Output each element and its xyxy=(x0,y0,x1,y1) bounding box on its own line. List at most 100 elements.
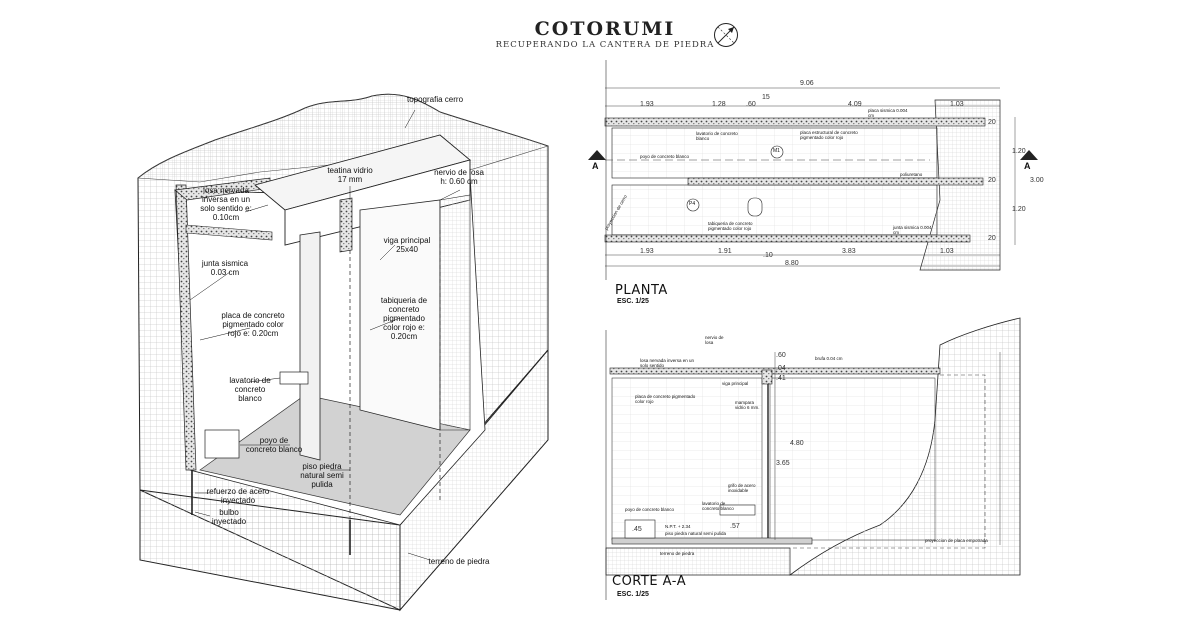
section-ground xyxy=(605,547,791,576)
terrain-side-face xyxy=(399,348,549,612)
drawing-title: COTORUMI xyxy=(534,18,676,40)
section-view-name: CORTE A-A xyxy=(612,574,687,589)
plan-dim-total-bottom: 8.80 xyxy=(785,260,799,267)
plan-section-label-right: A xyxy=(1024,161,1031,171)
label-tabiqueria: tabiqueria de concreto pigmentado color … xyxy=(380,296,428,341)
label-lavatorio: lavatorio de concreto blanco xyxy=(229,376,271,403)
label-placa: placa de concreto pigmentado color rojo … xyxy=(221,311,285,338)
plan-dim-bot-1: 1.93 xyxy=(640,248,654,255)
label-piso: piso piedra natural semi pulida xyxy=(300,462,344,489)
plan-view-scale: ESC. 1/25 xyxy=(617,298,649,305)
plan-tag-m1: M1 xyxy=(773,148,780,154)
section-wall-tiles-2 xyxy=(769,377,936,541)
label-bulbo: bulbo inyectado xyxy=(211,508,247,526)
label-junta: junta sismica 0.03 cm xyxy=(201,259,249,277)
washbasin xyxy=(279,371,309,385)
partition-side xyxy=(439,194,471,431)
section-view-scale: ESC. 1/25 xyxy=(617,591,649,598)
section-note-proyeccion: proyeccion de placa empotrada xyxy=(925,538,988,543)
section-note-piso: piso piedra natural semi pulida xyxy=(665,531,727,536)
plan-dim-top-4: 4.09 xyxy=(848,101,862,108)
plan-dim-right-total: 3.00 xyxy=(1030,177,1044,184)
tag-m1-circle xyxy=(770,145,784,159)
label-losa: losa nervada inversa en un solo sentido … xyxy=(200,186,252,222)
plan-dim-right-1: 20 xyxy=(988,119,996,126)
section-note-npt: N.P.T. + 2.34 xyxy=(665,524,691,529)
plan-wall-bottom xyxy=(604,234,971,243)
plan-dim-right-5: 20 xyxy=(988,235,996,242)
partition-left xyxy=(299,231,321,461)
section-dim-total: 4.80 xyxy=(790,440,804,447)
section-note-losa: losa nervada inversa en un solo sentido xyxy=(640,358,695,368)
section-note-terreno: terreno de piedra xyxy=(660,551,695,556)
section-note-mampara: mampara vidrio 6 mm. xyxy=(735,400,760,410)
section-note-brufa: brufa 0.04 cm xyxy=(815,356,843,361)
plan-dim-top-3: .60 xyxy=(746,101,756,108)
section-main-beam xyxy=(761,369,773,385)
plan-dim-right-2: 1.20 xyxy=(1012,148,1026,155)
section-dim-top: .60 xyxy=(776,352,786,359)
section-dim-a: .04 xyxy=(776,365,786,372)
title-block: COTORUMI RECUPERANDO LA CANTERA DE PIEDR… xyxy=(440,18,770,50)
section-dim-b: .41 xyxy=(776,375,786,382)
plan-dim-total-top: 9.06 xyxy=(800,80,814,87)
plan-section-label-left: A xyxy=(592,161,599,171)
label-teatina: teatina vidrio 17 mm xyxy=(327,166,373,184)
plan-view-name: PLANTA xyxy=(615,283,668,298)
section-note-viga: viga principal xyxy=(722,381,749,386)
plan-dim-bot-3: .10 xyxy=(763,252,773,259)
beam-section xyxy=(339,197,353,253)
plan-dim-mid: 15 xyxy=(762,94,770,101)
section-note-poyo: poyo de concreto blanco xyxy=(625,507,675,512)
plan-wall-top xyxy=(604,117,986,127)
plan-note-placa-sup: placa sismica 0.004 cm xyxy=(868,108,908,118)
north-arrow-icon xyxy=(714,23,738,47)
label-topografia: topografia cerro xyxy=(406,95,464,104)
section-note-nervio: nervio de losa xyxy=(705,335,724,345)
section-bench xyxy=(624,519,656,539)
label-poyo: poyo de concreto blanco xyxy=(245,436,303,454)
plan-dim-top-1: 1.93 xyxy=(640,101,654,108)
plan-dim-bot-5: 1.03 xyxy=(940,248,954,255)
section-projection xyxy=(790,374,986,549)
plan-note-junta: junta sismica 0.004 cm xyxy=(893,225,932,235)
leader-lines xyxy=(189,109,461,561)
plan-toilet xyxy=(747,197,763,217)
section-dim-poyo: .45 xyxy=(632,526,642,533)
label-nervio: nervio de losa h: 0.60 cm xyxy=(434,168,484,186)
left-concrete-wall xyxy=(175,184,197,471)
section-note-grifo: grifo de acero inoxidable xyxy=(728,483,756,493)
plan-dim-right-4: 1.20 xyxy=(1012,206,1026,213)
section-floor xyxy=(611,537,813,545)
section-marker-left xyxy=(588,150,606,160)
white-bench xyxy=(204,429,240,459)
plan-note-poliuretano: poliuretano xyxy=(900,172,923,177)
section-washbasin xyxy=(719,504,756,516)
plan-drawing xyxy=(588,60,1038,280)
plan-dim-top-2: 1.28 xyxy=(712,101,726,108)
plan-wall-mid xyxy=(687,177,984,186)
label-viga: viga principal 25x40 xyxy=(383,236,431,254)
plan-dim-top-5: 1.03 xyxy=(950,101,964,108)
section-drawing xyxy=(605,317,1021,600)
label-refuerzo: refuerzo de acero inyectado xyxy=(206,487,270,505)
plan-dim-bot-2: 1.91 xyxy=(718,248,732,255)
plan-note-lavatorio: lavatorio de concreto blanco xyxy=(696,131,738,141)
section-marker-right xyxy=(1020,150,1038,160)
section-note-lavatorio: lavatorio de concreto blanco xyxy=(702,501,734,511)
plan-note-placa-estructural: placa estructural de concreto pigmentado… xyxy=(800,130,858,140)
section-note-placa: placa de concreto pigmentado color rojo xyxy=(635,394,696,404)
plan-note-tabiqueria: tabiqueria de concreto pigmentado color … xyxy=(708,221,753,231)
plan-note-poyo: poyo de concreto blanco xyxy=(640,154,690,159)
plan-tag-p4: P4 xyxy=(689,201,696,207)
plan-room-lower xyxy=(611,184,938,236)
tag-p4-circle xyxy=(686,198,700,212)
axonometric-drawing xyxy=(137,93,549,612)
plan-dim-bot-4: 3.83 xyxy=(842,248,856,255)
plan-dim-right-3: 20 xyxy=(988,177,996,184)
slab-lower xyxy=(185,224,273,241)
section-dim-inner-label: 3.65 xyxy=(776,460,790,467)
drawing-subtitle: RECUPERANDO LA CANTERA DE PIEDRA xyxy=(495,40,715,50)
section-dim-lav: .57 xyxy=(730,523,740,530)
